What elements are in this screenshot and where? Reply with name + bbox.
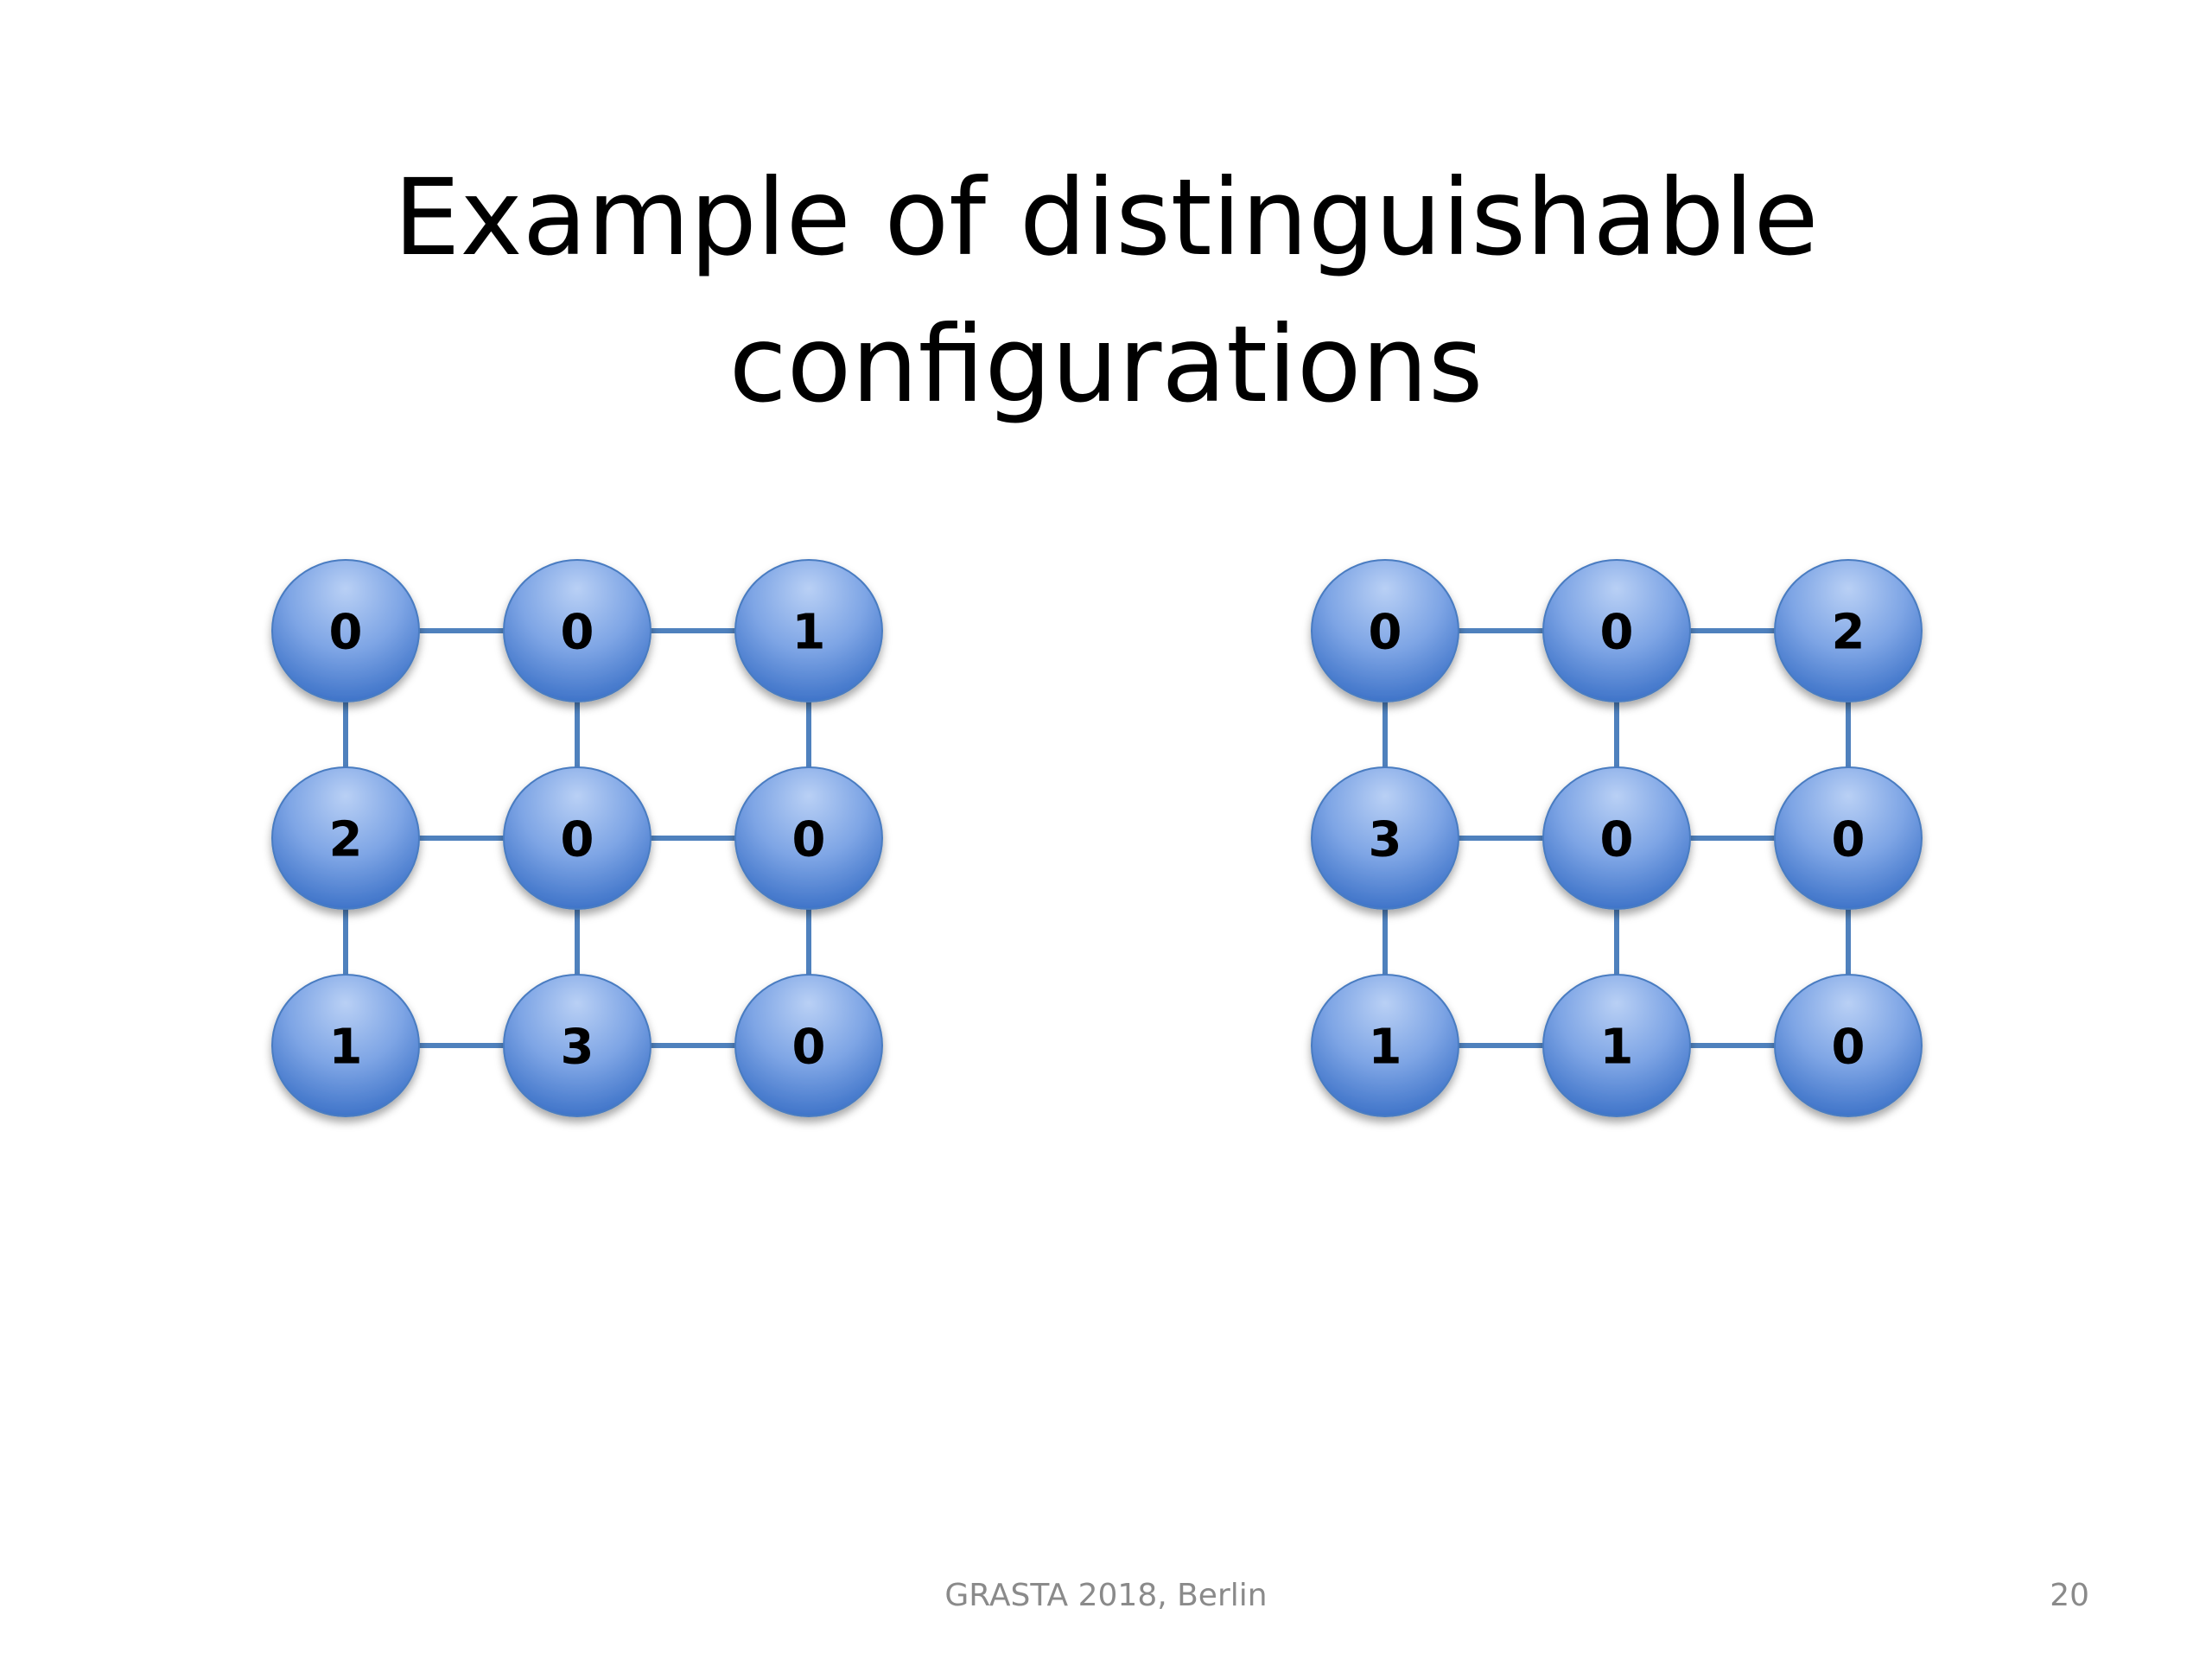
node-circle	[1311, 974, 1459, 1117]
node-label: 1	[329, 1020, 363, 1076]
node-label: 0	[561, 605, 594, 661]
node-circle	[503, 974, 652, 1117]
grid-node: 0	[1774, 974, 1923, 1117]
node-circle	[1542, 559, 1691, 702]
node-label: 0	[792, 1020, 826, 1076]
left-grid: 0 0 1 2 0 0 1 3 0	[271, 559, 883, 1117]
node-circle	[1542, 974, 1691, 1117]
node-circle	[503, 766, 652, 910]
node-label: 3	[1369, 812, 1402, 868]
node-label: 3	[561, 1020, 594, 1076]
slide-title-line-1: Example of distinguishable	[393, 156, 1819, 279]
node-circle	[271, 766, 420, 910]
node-circle	[734, 974, 883, 1117]
grid-node: 0	[503, 559, 652, 702]
node-label: 0	[792, 812, 826, 868]
node-label: 0	[1832, 812, 1866, 868]
node-label: 1	[1600, 1020, 1634, 1076]
grid-node: 2	[271, 766, 420, 910]
node-label: 1	[792, 605, 826, 661]
page-number: 20	[2050, 1578, 2089, 1613]
node-circle	[1542, 766, 1691, 910]
node-circle	[1774, 766, 1923, 910]
grid-node: 0	[1311, 559, 1459, 702]
right-grid: 0 0 2 3 0 0 1 1 0	[1311, 559, 1923, 1117]
node-circle	[503, 559, 652, 702]
node-label: 0	[561, 812, 594, 868]
grid-node: 3	[503, 974, 652, 1117]
node-label: 0	[329, 605, 363, 661]
grid-node: 2	[1774, 559, 1923, 702]
grid-node: 1	[734, 559, 883, 702]
grid-node: 0	[734, 766, 883, 910]
slide-title: Example of distinguishable configuration…	[0, 144, 2212, 438]
node-circle	[1774, 559, 1923, 702]
footer-text: GRASTA 2018, Berlin	[944, 1578, 1268, 1613]
grid-node: 0	[1542, 766, 1691, 910]
node-label: 0	[1832, 1020, 1866, 1076]
grid-node: 1	[271, 974, 420, 1117]
slide-title-line-2: configurations	[728, 302, 1484, 426]
grid-node: 0	[1774, 766, 1923, 910]
grid-node: 1	[1311, 974, 1459, 1117]
node-label: 0	[1600, 812, 1634, 868]
grid-node: 0	[1542, 559, 1691, 702]
node-circle	[1311, 559, 1459, 702]
node-circle	[271, 559, 420, 702]
node-circle	[1774, 974, 1923, 1117]
node-circle	[734, 766, 883, 910]
node-circle	[734, 559, 883, 702]
grid-node: 3	[1311, 766, 1459, 910]
node-circle	[1311, 766, 1459, 910]
grid-node: 0	[734, 974, 883, 1117]
node-label: 0	[1369, 605, 1402, 661]
node-label: 0	[1600, 605, 1634, 661]
grid-node: 0	[271, 559, 420, 702]
node-label: 1	[1369, 1020, 1402, 1076]
node-circle	[271, 974, 420, 1117]
grid-node: 1	[1542, 974, 1691, 1117]
node-label: 2	[329, 812, 363, 868]
node-label: 2	[1832, 605, 1866, 661]
grid-node: 0	[503, 766, 652, 910]
